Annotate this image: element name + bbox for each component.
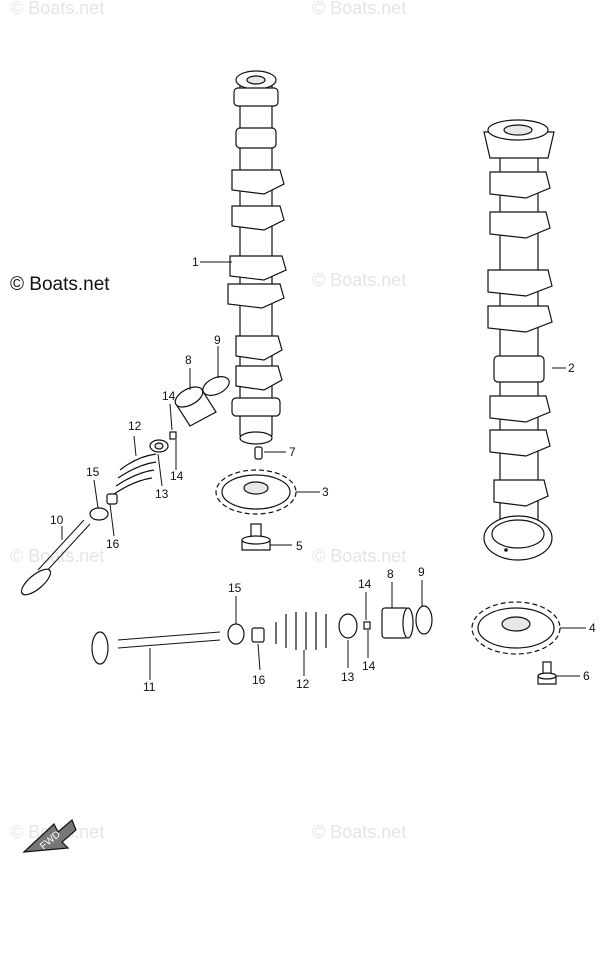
- label-1: 1: [192, 255, 199, 269]
- label-14-lower-a: 14: [358, 577, 372, 591]
- camshaft-left: [227, 70, 287, 445]
- label-14-upper-a: 14: [162, 389, 176, 403]
- watermarks: © Boats.net © Boats.net © Boats.net © Bo…: [10, 0, 406, 842]
- watermark-main: © Boats.net: [10, 274, 110, 295]
- callout-labels: 1 2 3 4 5 6 7 8 9 10 11 12 12 13 13 14 1…: [50, 255, 596, 694]
- bolt-6: [537, 661, 557, 685]
- sprocket-right: [471, 601, 561, 655]
- watermark-top-left: © Boats.net: [10, 0, 104, 18]
- label-2: 2: [568, 361, 575, 375]
- label-14-upper-b: 14: [170, 469, 184, 483]
- label-15-lower: 15: [228, 581, 242, 595]
- bolt-5: [241, 523, 271, 551]
- label-4: 4: [589, 621, 596, 635]
- label-13-upper: 13: [155, 487, 169, 501]
- label-11: 11: [143, 680, 156, 694]
- label-10: 10: [50, 513, 64, 527]
- sprocket-left: [215, 469, 297, 515]
- label-3: 3: [322, 485, 329, 499]
- leader-lines: [61, 261, 586, 680]
- label-9-upper: 9: [214, 333, 221, 347]
- pin-7: [254, 446, 263, 460]
- label-12-upper: 12: [128, 419, 142, 433]
- watermark-lower-left: © Boats.net: [10, 546, 104, 566]
- valve-group-upper: [20, 376, 230, 596]
- label-13-lower: 13: [341, 670, 355, 684]
- watermark-bottom-right: © Boats.net: [312, 822, 406, 842]
- label-16-lower: 16: [252, 673, 266, 687]
- label-9-lower: 9: [418, 565, 425, 579]
- fwd-arrow: FWD: [22, 818, 77, 853]
- watermark-mid-right: © Boats.net: [312, 270, 406, 290]
- valve-group-lower: [91, 605, 433, 665]
- label-5: 5: [296, 539, 303, 553]
- watermark-top-right: © Boats.net: [312, 0, 406, 18]
- label-7: 7: [289, 445, 296, 459]
- label-12-lower: 12: [296, 677, 310, 691]
- camshaft-right: [483, 119, 555, 561]
- label-8-lower: 8: [387, 567, 394, 581]
- watermark-lower-right: © Boats.net: [312, 546, 406, 566]
- label-16-upper: 16: [106, 537, 120, 551]
- label-8-upper: 8: [185, 353, 192, 367]
- label-15-upper: 15: [86, 465, 100, 479]
- label-6: 6: [583, 669, 590, 683]
- label-14-lower-b: 14: [362, 659, 376, 673]
